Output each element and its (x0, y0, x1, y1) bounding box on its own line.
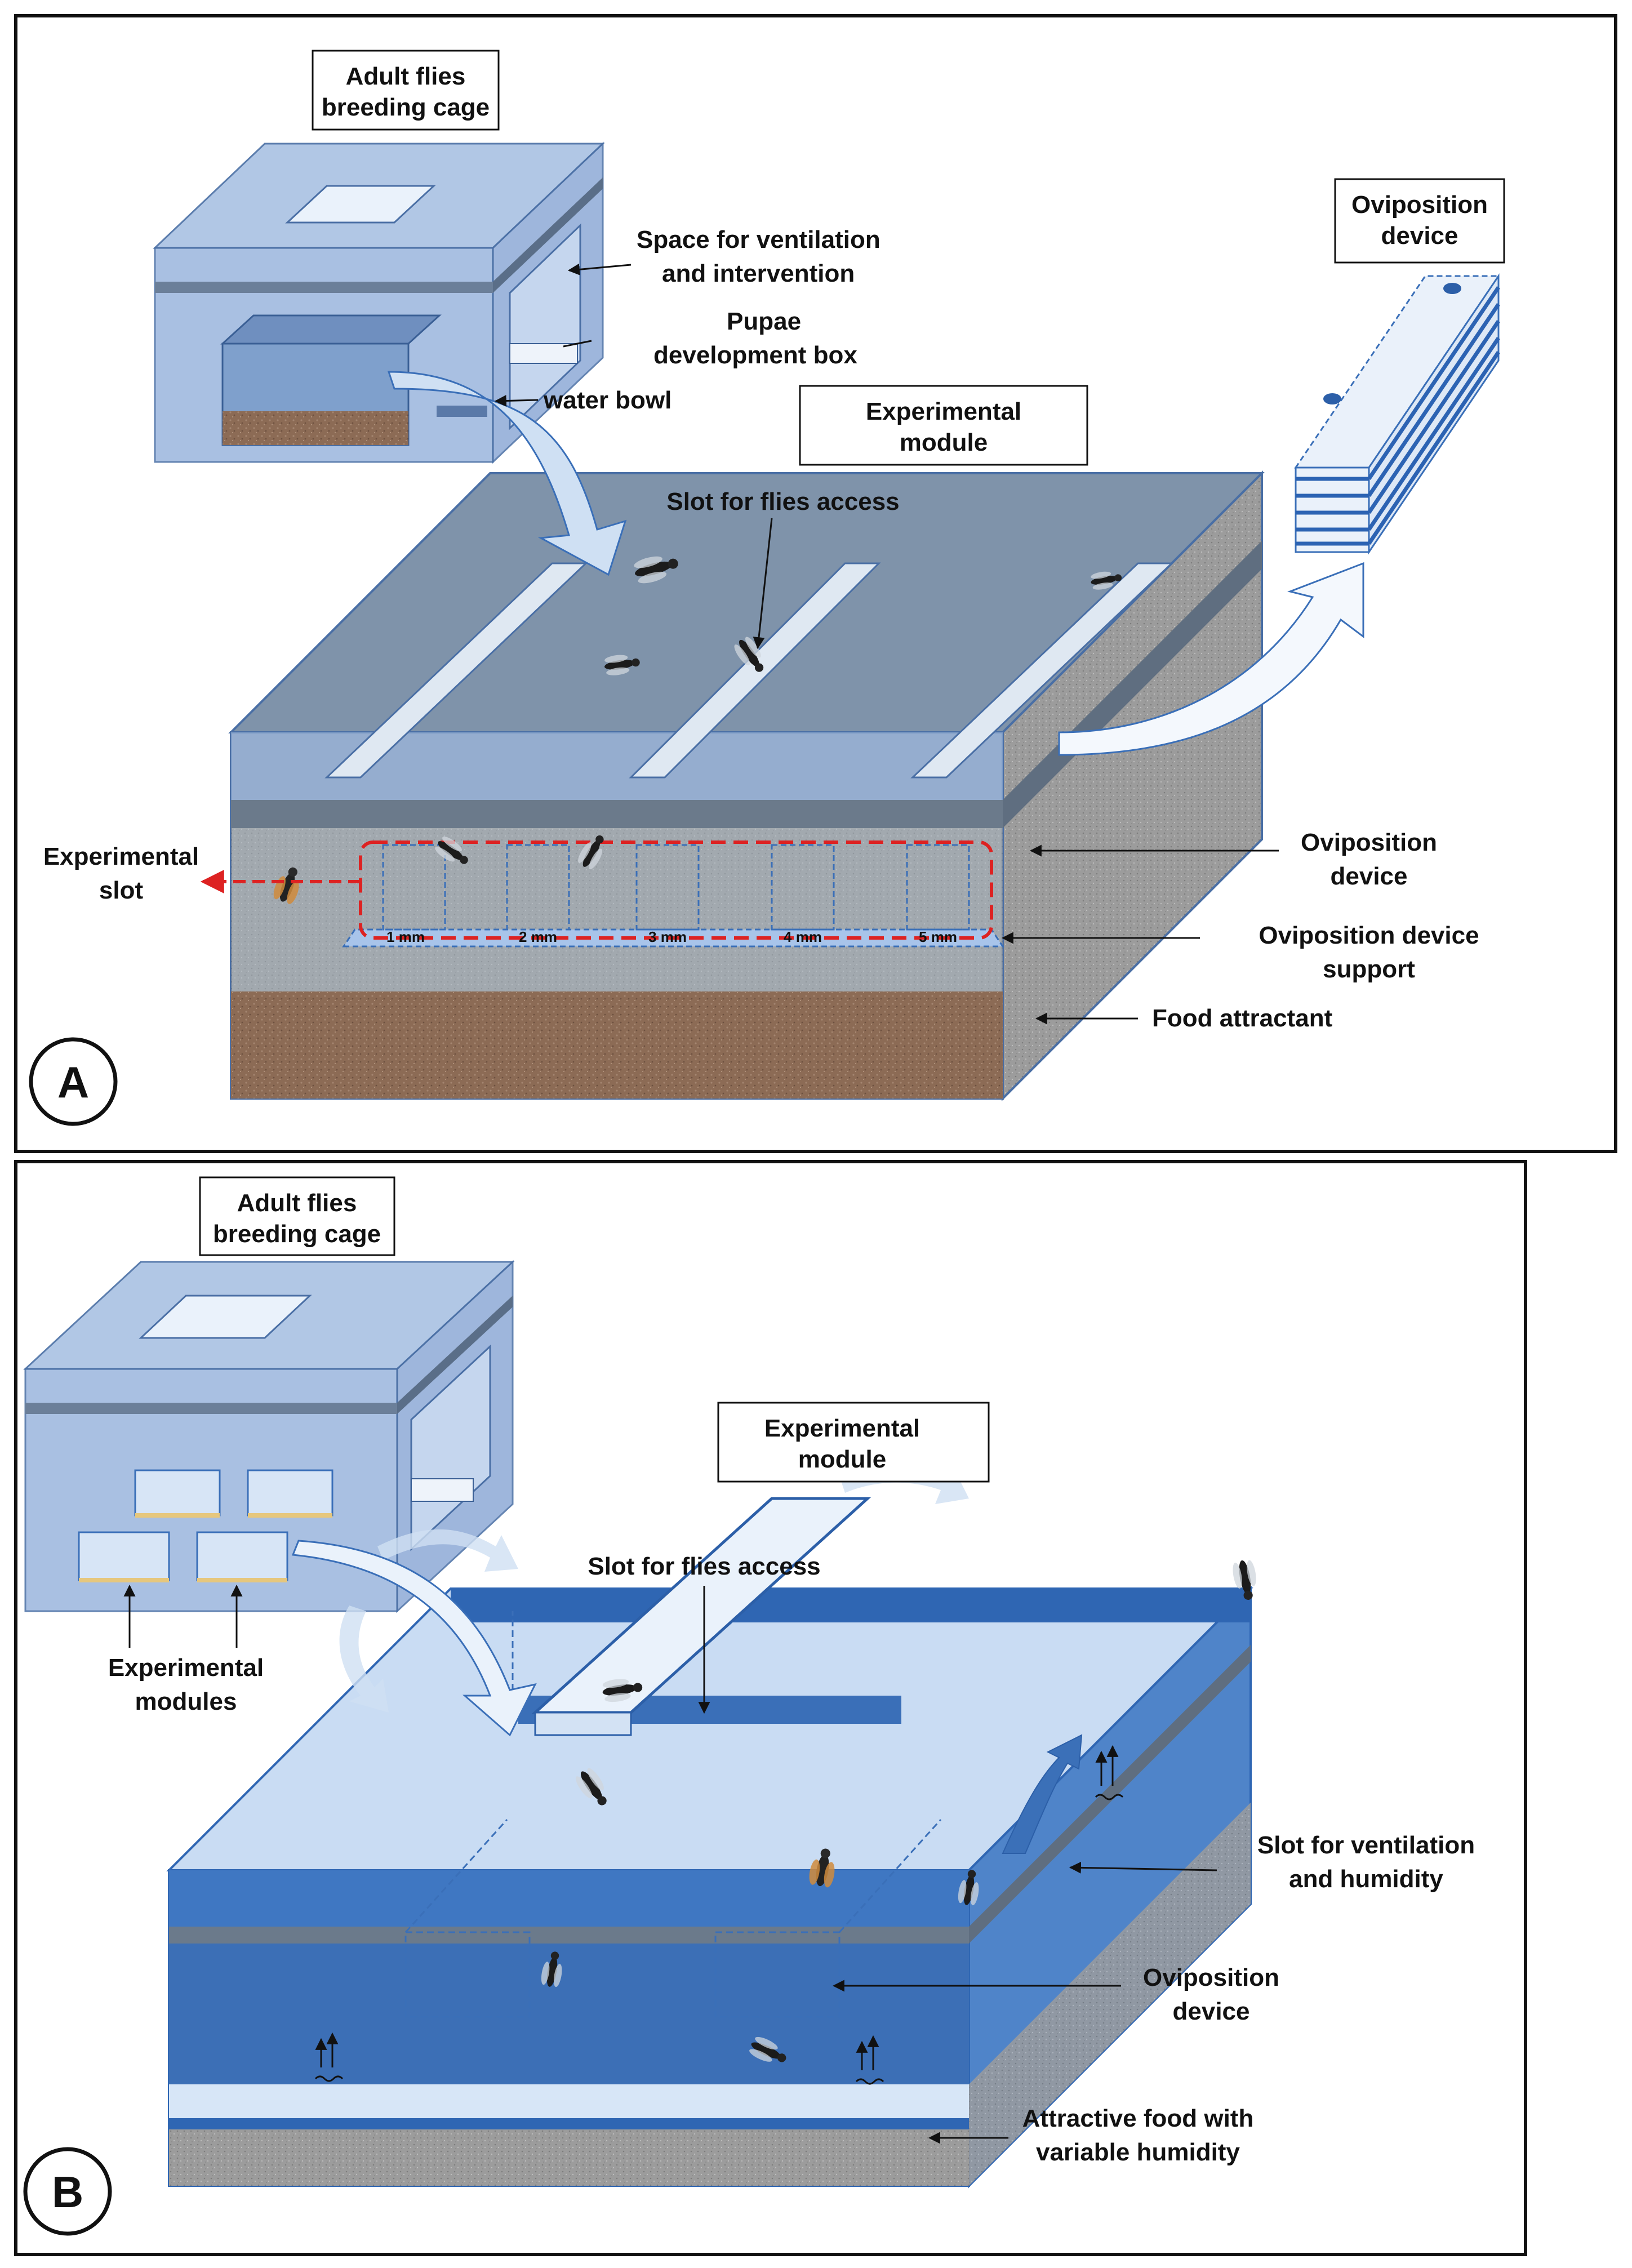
transfer-arrow-b (291, 1540, 537, 1737)
panel-b-badge (23, 2147, 112, 2236)
oviposition-device-b-label-1: Oviposition (1143, 1964, 1279, 1991)
experimental-slot-highlight (359, 841, 993, 940)
slot-flies-access-a-label: Slot for flies access (666, 488, 899, 515)
breeding-cage-b-label-2: breeding cage (213, 1220, 381, 1248)
device-removal-arrow (1058, 562, 1364, 756)
breeding-cage-a (153, 141, 605, 464)
panel-a-badge-letter: A (57, 1057, 89, 1107)
humidity-icon (314, 2032, 344, 2082)
slot-flies-access-b-label: Slot for flies access (588, 1553, 820, 1580)
humidity-icon (855, 2035, 884, 2085)
food-humidity-label-1: Attractive food with (1022, 2105, 1254, 2132)
experimental-module-a-label-1: Experimental (866, 398, 1021, 425)
experimental-module-b-label-1: Experimental (764, 1415, 920, 1442)
spacing-label: 4 mm (784, 928, 822, 945)
oviposition-device-b-label-2: device (1173, 1998, 1250, 2025)
panel-a: Adult flies breeding cage Experimental m… (14, 14, 1617, 1153)
ventilation-humidity-label-1: Slot for ventilation (1257, 1831, 1475, 1859)
food-humidity-label-2: variable humidity (1036, 2138, 1240, 2166)
transfer-arrow-a (387, 371, 627, 576)
humidity-icon (1095, 1745, 1124, 1800)
experimental-module-a (228, 470, 1265, 1101)
breeding-cage-b-label-1: Adult flies (237, 1189, 357, 1217)
experimental-modules-label-2: modules (135, 1688, 237, 1715)
experimental-modules-label-1: Experimental (108, 1654, 264, 1682)
panel-b: Adult flies breeding cage Experimental m… (14, 1160, 1527, 2256)
oviposition-device-box-label-1: Oviposition (1351, 191, 1488, 219)
breeding-cage-a-label-2: breeding cage (322, 94, 490, 121)
panel-a-badge (29, 1037, 118, 1126)
breeding-cage-b (23, 1260, 515, 1648)
oviposition-device-stack (1294, 273, 1500, 555)
experimental-module-b (166, 1465, 1253, 2189)
experimental-module-a-label-2: module (900, 429, 988, 456)
food-attractant-label: Food attractant (1152, 1004, 1333, 1032)
spacing-label: 1 mm (386, 928, 425, 945)
spacing-label: 5 mm (919, 928, 957, 945)
oviposition-device-a-label-2: device (1331, 862, 1408, 890)
ventilation-humidity-label-2: and humidity (1289, 1865, 1443, 1893)
experimental-module-b-label-2: module (798, 1446, 886, 1473)
spacing-label: 3 mm (648, 928, 687, 945)
pupae-box-label-2: development box (653, 341, 857, 369)
experimental-slot-label-1: Experimental (43, 843, 199, 870)
oviposition-device-box-label-2: device (1381, 222, 1458, 250)
device-support-label-2: support (1323, 955, 1415, 983)
breeding-cage-a-label-1: Adult flies (346, 63, 466, 90)
spacing-label: 2 mm (519, 928, 557, 945)
experimental-slot-label-2: slot (99, 877, 144, 904)
oviposition-device-row (382, 844, 970, 931)
ventilation-space-label-2: and intervention (662, 260, 855, 287)
device-support-label-1: Oviposition device (1259, 922, 1479, 949)
pupae-box-label-1: Pupae (727, 308, 801, 335)
ventilation-space-label-1: Space for ventilation (637, 226, 881, 254)
oviposition-device-a-label-1: Oviposition (1301, 829, 1437, 856)
water-bowl-label: water bowl (543, 386, 672, 414)
panel-b-badge-letter: B (52, 2167, 83, 2217)
